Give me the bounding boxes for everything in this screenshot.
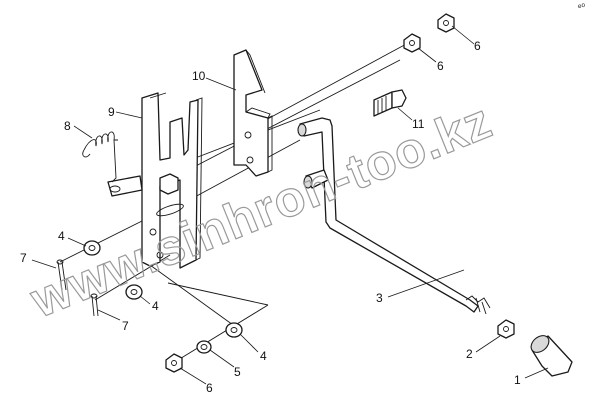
assembly-guide-lines [59,41,411,361]
cotter-pin-7-upper [56,259,67,291]
lock-washer-5 [196,340,212,354]
callout-6-bottom: 6 [206,381,213,395]
callout-labels: 1 2 3 4 4 4 5 6 6 6 7 7 8 9 10 11 [20,39,521,395]
lever-plate-9 [107,92,203,269]
callout-6-top: 6 [474,39,481,53]
callout-7-upper: 7 [20,251,27,265]
callout-9: 9 [108,105,115,119]
callout-5: 5 [234,365,241,379]
callout-6-middle: 6 [437,59,444,73]
bracket-plate-10 [233,49,273,177]
washer-4-right [225,322,243,338]
washer-4-middle [125,284,143,300]
callout-3: 3 [376,291,383,305]
callout-7-lower: 7 [122,319,129,333]
control-rod-3 [297,117,491,315]
spring-8 [82,131,118,183]
callout-leaders [31,25,549,385]
nut-6-top [437,13,455,33]
washer-4-left [83,240,101,256]
callout-4-left: 4 [58,229,65,243]
callout-4-middle: 4 [152,299,159,313]
knob-1 [530,335,573,377]
bolt-11 [373,89,407,117]
cotter-pin-7-lower [90,293,99,317]
callout-8: 8 [64,119,71,133]
callout-4-right: 4 [260,349,267,363]
nut-6-bottom [165,353,183,373]
callout-1: 1 [514,373,521,387]
callout-11: 11 [412,117,425,131]
callout-2: 2 [466,347,473,361]
corner-mark: ᵉ⁰ [578,2,585,12]
nut-2 [497,319,515,339]
nut-6-middle [403,33,421,53]
callout-10: 10 [192,69,206,83]
